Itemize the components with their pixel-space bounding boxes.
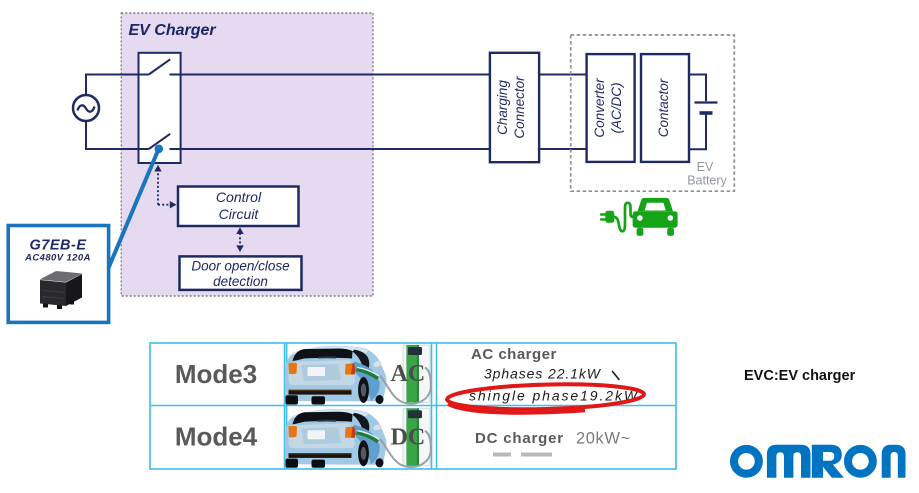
svg-text:EV Charger: EV Charger [129,22,217,39]
svg-text:Connector: Connector [512,76,527,139]
svg-text:AC480V 120A: AC480V 120A [24,253,91,264]
svg-text:DC: DC [391,424,426,450]
svg-text:Mode4: Mode4 [175,422,258,452]
svg-text:AC: AC [391,361,426,387]
svg-text:Charging: Charging [495,80,510,135]
svg-text:3phases 22.1kW: 3phases 22.1kW [484,366,602,382]
svg-text:Door open/close: Door open/close [191,259,289,274]
svg-text:20kW~: 20kW~ [576,430,631,448]
svg-text:Control: Control [216,189,262,205]
svg-text:detection: detection [213,274,268,289]
svg-text:shingle phase19.2kW: shingle phase19.2kW [469,388,639,404]
svg-text:EVC:EV charger: EVC:EV charger [744,368,856,384]
svg-text:(AC/DC): (AC/DC) [609,83,624,134]
svg-text:Mode3: Mode3 [175,359,257,389]
svg-text:AC charger: AC charger [471,346,557,363]
svg-text:Battery: Battery [687,174,727,188]
svg-text:Contactor: Contactor [656,78,671,137]
svg-text:G7EB-E: G7EB-E [30,238,88,254]
svg-text:EV: EV [697,160,714,174]
svg-text:Converter: Converter [592,78,607,138]
svg-text:Circuit: Circuit [219,206,260,222]
svg-text:DC charger: DC charger [475,430,564,447]
